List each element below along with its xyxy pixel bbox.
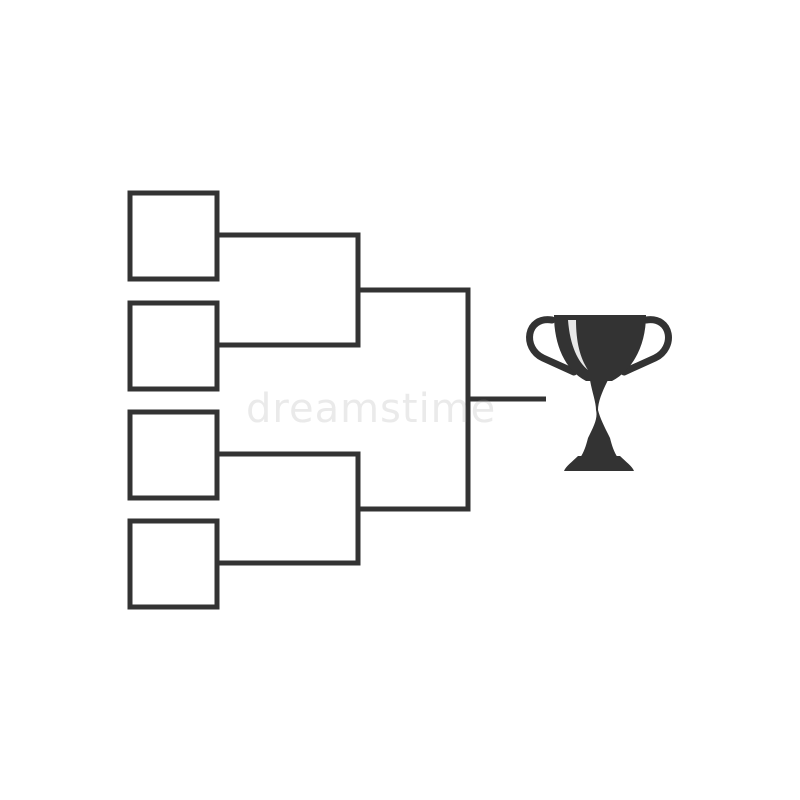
semifinal-connector-bottom [217,451,361,566]
entrant-slot-4 [127,518,220,610]
trophy-cup-icon [526,315,672,471]
entrant-slot-2 [127,300,220,392]
entrant-slot-1 [127,190,220,282]
final-connector [358,287,471,512]
entrant-slot-3 [127,409,220,501]
semifinal-connector-top [217,232,361,348]
